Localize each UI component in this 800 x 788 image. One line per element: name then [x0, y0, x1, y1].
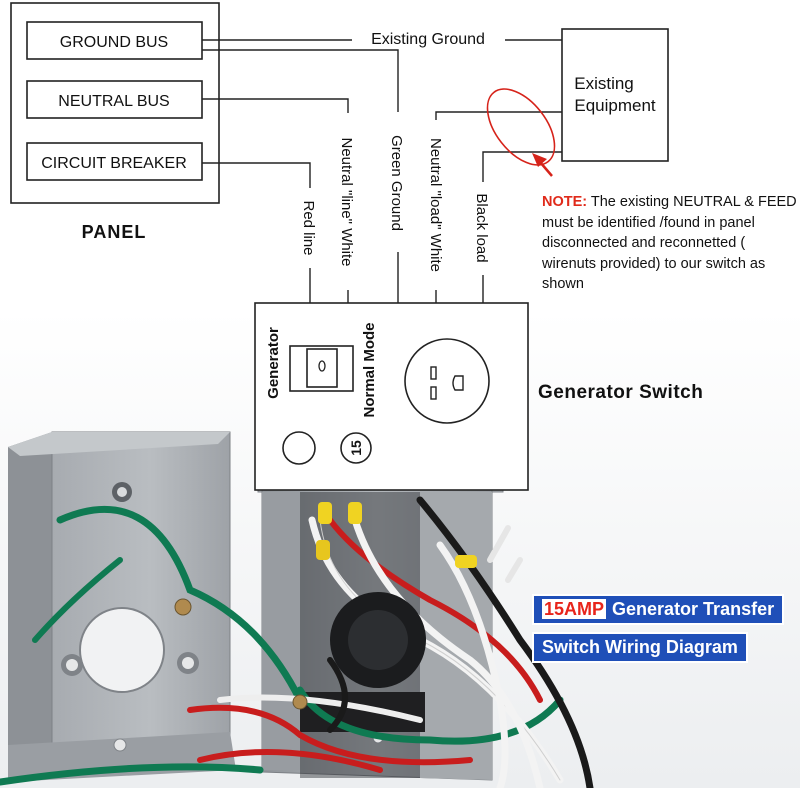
banner-highlight: 15AMP [542, 599, 607, 619]
photo-wires [0, 496, 594, 788]
neutral-line-white-label: Neutral "line" White [338, 137, 355, 266]
breaker-reset-button[interactable] [282, 431, 316, 465]
toggle-switch-paddle[interactable] [306, 348, 338, 388]
outlet-slot-left [430, 366, 437, 380]
toggle-switch-dot [318, 360, 326, 372]
green-ground-label: Green Ground [388, 135, 405, 231]
terminal-leads [487, 525, 523, 583]
banner-line1-text: Generator Transfer [612, 599, 775, 619]
note-label: NOTE: [542, 194, 588, 210]
outlet-slot-right [430, 386, 437, 400]
cover-plate [8, 431, 236, 782]
amp-badge-label: 15 [348, 440, 364, 456]
note-block: NOTE: The existing NEUTRAL & FEED must b… [542, 192, 797, 295]
existing-ground-label: Existing Ground [371, 31, 485, 48]
existing-equipment-line2: Equipment [574, 96, 656, 115]
circuit-breaker-box [26, 142, 203, 181]
black-load-wire [482, 151, 562, 182]
wire-lines [202, 39, 562, 303]
red-line-wire [202, 162, 311, 188]
neutral-bus-label: NEUTRAL BUS [58, 93, 169, 110]
green-ground-wire [202, 49, 399, 112]
black-load-label: Black load [473, 193, 490, 262]
highlight-ellipse [486, 88, 556, 166]
neutral-load-wire [435, 111, 562, 120]
wire-nuts [316, 502, 477, 568]
title-banner-line2: Switch Wiring Diagram [532, 632, 748, 663]
note-text: The existing NEUTRAL & FEED must be iden… [542, 194, 797, 292]
panel-outline [10, 2, 220, 204]
outlet-ground-slot [452, 375, 464, 391]
panel-title: PANEL [82, 222, 147, 242]
normal-mode-label: Normal Mode [361, 322, 378, 417]
generator-label: Generator [265, 327, 282, 399]
cover-knockout [79, 607, 165, 693]
neutral-load-white-label: Neutral "load" White [427, 138, 444, 272]
red-line-label: Red line [300, 200, 317, 255]
existing-equipment-box [561, 28, 669, 162]
amp-badge [340, 432, 372, 464]
ground-screw [174, 598, 192, 616]
generator-switch-title: Generator Switch [538, 382, 703, 403]
note-arrow-icon [532, 153, 553, 177]
neutral-line-wire [202, 98, 349, 113]
ground-bus-label: GROUND BUS [60, 34, 168, 51]
existing-equipment-line1: Existing [574, 74, 634, 93]
banner-line2-text: Switch Wiring Diagram [542, 637, 738, 657]
circuit-breaker-label: CIRCUIT BREAKER [41, 155, 187, 172]
outlet-icon [404, 338, 490, 424]
